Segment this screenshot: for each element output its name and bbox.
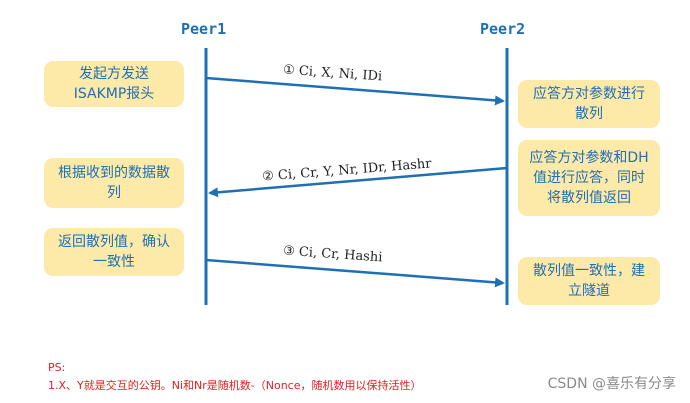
box-initiator-hash: 根据收到的数据散 列: [44, 158, 184, 208]
peer1-label: Peer1: [181, 20, 227, 38]
peer2-label: Peer2: [480, 20, 526, 38]
csdn-watermark: CSDN @喜乐有分享: [547, 376, 676, 392]
ps-title: PS:: [48, 361, 66, 374]
box-responder-dh: 应答方对参数和DH 值进行应答，同时 将散列值返回: [518, 140, 660, 216]
message-3-number: ③: [282, 243, 296, 260]
message-1-arrow: [205, 76, 505, 106]
message-2-number: ②: [261, 168, 275, 185]
box-initiator-confirm: 返回散列值，确认 一致性: [44, 228, 184, 276]
box-initiator-send: 发起方发送 ISAKMP报头: [44, 61, 184, 107]
ps-note: 1.X、Y就是交互的公钥。Ni和Nr是随机数-（Nonce，随机数用以保持活性）: [48, 379, 422, 392]
message-1-number: ①: [282, 62, 296, 79]
message-2-arrow: [208, 166, 508, 198]
box-responder-hash: 应答方对参数进行 散列: [518, 80, 660, 128]
message-3-arrow: [205, 258, 505, 288]
box-responder-tunnel: 散列值一致性，建 立隧道: [518, 257, 660, 305]
